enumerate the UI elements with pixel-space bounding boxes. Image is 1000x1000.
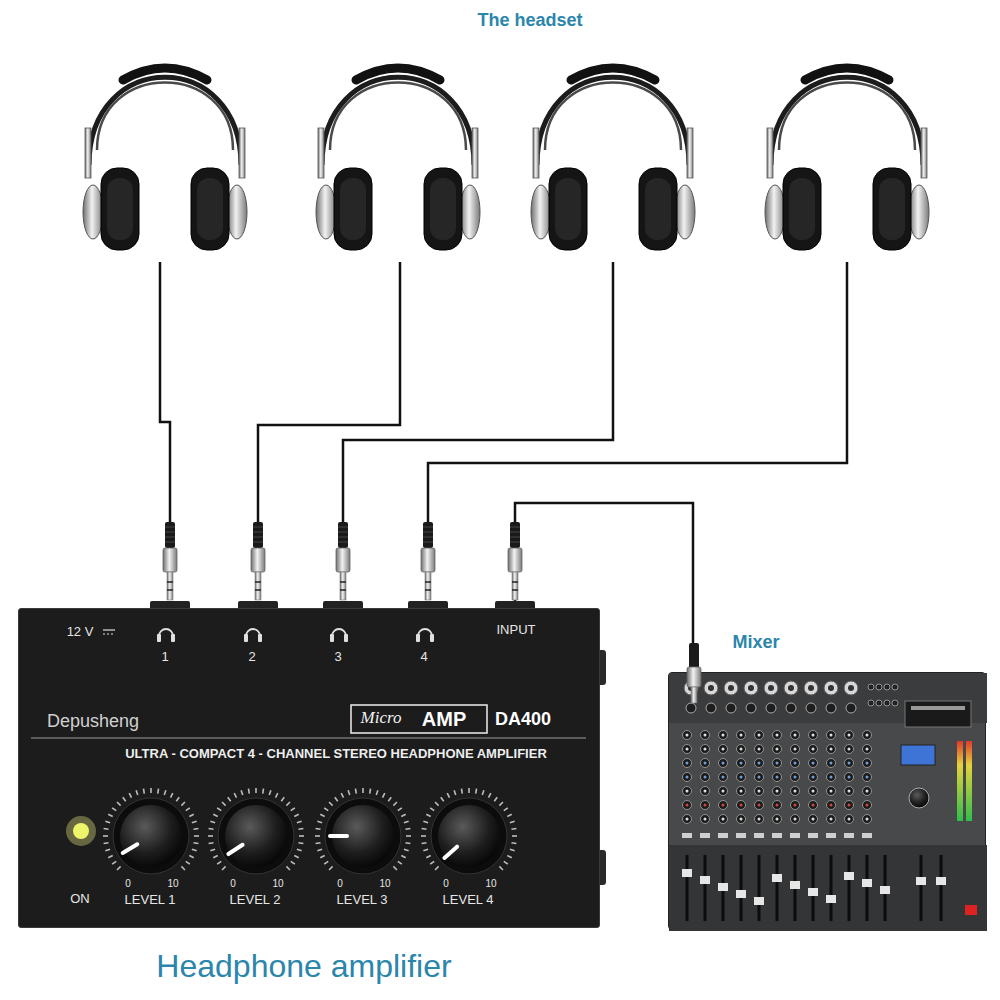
level-knob (208, 788, 304, 874)
model-number: DA400 (495, 709, 551, 730)
brand-name: Depusheng (47, 711, 139, 732)
headphone-icon (416, 629, 434, 642)
scale-mark: 10 (485, 878, 496, 890)
amplifier-housing: Depusheng Micro AMP DA400ULTRA - COMPACT 4 … (18, 608, 600, 928)
channel-number: 1 (161, 650, 168, 665)
device-caption: Headphone amplifier (156, 948, 451, 985)
headphone-illustration (531, 68, 695, 250)
scale-mark: 10 (379, 878, 390, 890)
headphone-icon (330, 629, 348, 642)
led-label: ON (70, 892, 90, 907)
logo-frame (351, 705, 487, 733)
audio-plug (251, 522, 265, 600)
audio-plug (163, 522, 177, 600)
headphone-illustration (316, 68, 480, 250)
logo-text: AMP (422, 708, 466, 731)
knob-label: LEVEL 3 (337, 893, 388, 908)
input-label: INPUT (497, 623, 536, 638)
headphone-cable (258, 262, 400, 524)
logo-text: Micro (361, 708, 402, 728)
scale-mark: 0 (337, 878, 343, 890)
level-knob (103, 788, 199, 874)
headphone-cable (428, 262, 847, 524)
headphone-illustration (83, 68, 247, 250)
headphone-icon (157, 629, 175, 642)
scale-mark: 0 (230, 878, 236, 890)
scale-mark: 0 (443, 878, 449, 890)
diagram-title: The headset (477, 10, 582, 31)
headphone-cable (160, 262, 170, 524)
audio-plug (336, 522, 350, 600)
audio-plug (687, 643, 701, 703)
knob-label: LEVEL 4 (443, 893, 494, 908)
knob-label: LEVEL 1 (125, 893, 176, 908)
headphone-icon (244, 629, 262, 642)
channel-number: 2 (248, 650, 255, 665)
dc-symbol (103, 630, 115, 634)
mixer-console: Mixer (668, 672, 986, 930)
channel-number: 4 (420, 650, 427, 665)
panel-rule (31, 738, 586, 739)
audio-plug (508, 522, 522, 600)
channel-number: 3 (334, 650, 341, 665)
scale-mark: 10 (272, 878, 283, 890)
level-knob (421, 788, 517, 874)
audio-plug (421, 522, 435, 600)
scale-mark: 0 (125, 878, 131, 890)
node-artwork (19, 609, 599, 927)
product-description: ULTRA - COMPACT 4 - CHANNEL STEREO HEADP… (125, 747, 547, 762)
headphone-cable (343, 262, 613, 524)
headphone-illustration (765, 68, 929, 250)
level-knob (315, 788, 411, 874)
power-led (66, 816, 96, 846)
power-label: 12 V (67, 625, 94, 640)
device-caption: Mixer (732, 632, 779, 653)
knob-label: LEVEL 2 (230, 893, 281, 908)
scale-mark: 10 (167, 878, 178, 890)
node-artwork (669, 673, 985, 929)
